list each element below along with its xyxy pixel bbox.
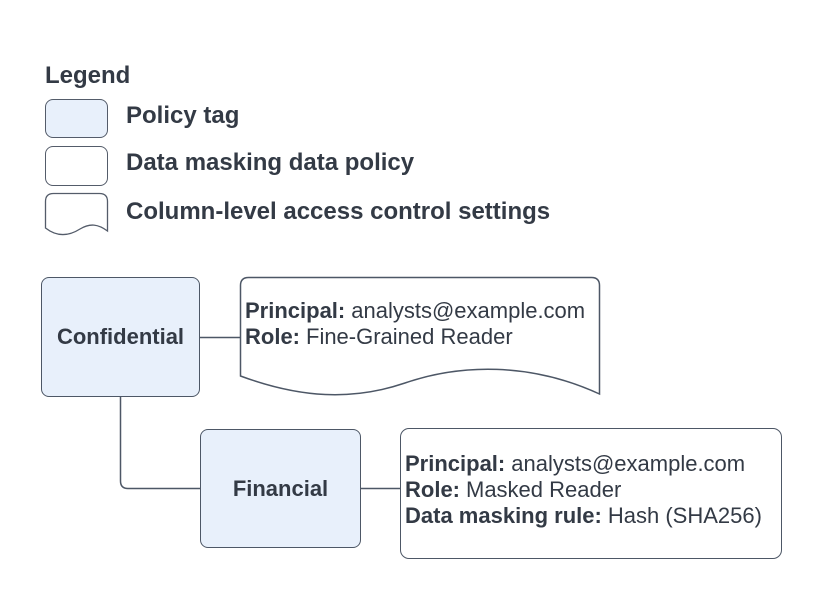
masking-rule-label: Data masking rule: [405,503,602,528]
principal-label: Principal: [405,451,506,476]
role-value: Fine-Grained Reader [306,324,513,349]
legend-data-masking-swatch [45,146,108,186]
principal-line: Principal:analysts@example.com [245,298,585,324]
role-value: Masked Reader [466,477,622,502]
policy-tag-node-confidential: Confidential [41,277,200,397]
principal-label: Principal: [245,298,346,323]
policy-tag-label: Confidential [56,324,185,349]
legend-policy-tag-swatch [45,99,108,138]
principal-value: analysts@example.com [351,298,586,323]
legend-item-data-masking-policy: Data masking data policy [126,149,415,176]
policy-tag-node-financial: Financial [200,429,361,548]
legend-document-swatch [44,192,109,236]
principal-value: analysts@example.com [511,451,746,476]
legend-item-policy-tag: Policy tag [126,102,240,129]
policy-tag-label: Financial [232,475,329,501]
role-line: Role:Fine-Grained Reader [245,324,585,350]
legend-item-column-access-control: Column-level access control settings [126,198,551,225]
principal-line: Principal:analysts@example.com [405,451,762,477]
masking-rule-line: Data masking rule:Hash (SHA256) [405,503,762,529]
data-masking-policy-text: Principal:analysts@example.com Role:Mask… [405,451,762,529]
data-masking-policy-shape [400,428,782,559]
masking-rule-value: Hash (SHA256) [607,503,762,528]
connector-confidential-to-financial [119,396,200,490]
role-label: Role: [245,324,300,349]
role-label: Role: [405,477,460,502]
access-control-settings-text: Principal:analysts@example.com Role:Fine… [245,298,585,350]
role-line: Role:Masked Reader [405,477,762,503]
legend-title: Legend [45,62,131,89]
access-control-document-shape [239,276,601,396]
